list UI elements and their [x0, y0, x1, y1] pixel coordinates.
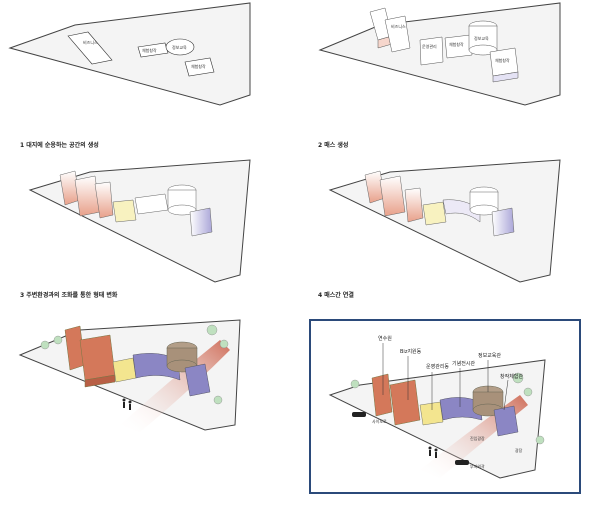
- footprint-experience-1: [137, 42, 169, 58]
- road-label-0: 사이도로: [372, 418, 387, 424]
- p1-label-0: 비즈니스: [83, 39, 98, 45]
- step-4-caption: 4 매스간 연결: [318, 292, 354, 299]
- mass-experience: [493, 405, 519, 437]
- road-label-2: 광장: [515, 447, 523, 453]
- people-icon: [428, 446, 438, 458]
- tree-icon: [350, 372, 545, 445]
- people-icon: [122, 398, 132, 410]
- final-label-experience: 창작체험관: [500, 373, 523, 380]
- p2-label-1: 운영관리: [422, 43, 437, 49]
- car-icon: [352, 412, 469, 465]
- p1-label-1: 체험창작: [142, 47, 157, 53]
- road-label-3: 부지외곽: [470, 463, 485, 469]
- panel-5-context-harmony: [18, 319, 241, 432]
- mass-management: [419, 401, 444, 426]
- panel-4-mass-connection: [328, 159, 561, 283]
- mass-experience: [184, 363, 211, 397]
- final-label-biz: Biz지원동: [400, 348, 422, 355]
- final-label-info: 정보교육관: [478, 352, 501, 359]
- p1-label-3: 체험창작: [191, 63, 206, 69]
- panel-2-mass-creation: 비즈니스 운영관리 체험창작 정보교육 체험창작: [318, 2, 561, 106]
- mass-experience-1: [444, 34, 473, 59]
- panel-3-shape-variation: [28, 159, 251, 283]
- panel-1-site-footprints: 비즈니스 체험창작 정보교육 체험창작: [8, 2, 251, 106]
- p2-label-0: 비즈니스: [391, 23, 406, 29]
- p2-label-4: 체험창작: [495, 57, 510, 63]
- mass-biz: [79, 334, 116, 381]
- step-3-caption: 3 주변환경과의 조화를 통한 형태 변화: [20, 292, 118, 299]
- footprint-business: [67, 31, 113, 65]
- p2-label-2: 체험창작: [449, 41, 464, 47]
- mass-management: [112, 357, 137, 383]
- site-plane: [8, 2, 251, 106]
- final-label-training: 연수원: [378, 335, 392, 342]
- mass-biz: [389, 379, 421, 426]
- footprint-info: [165, 38, 195, 56]
- final-label-memorial: 기념전시관: [452, 360, 475, 367]
- tree-icon: [40, 324, 229, 405]
- p1-label-2: 정보교육: [172, 44, 187, 50]
- p2-label-3: 정보교육: [474, 35, 489, 41]
- mass-memorial: [439, 397, 483, 421]
- approach-path: [120, 340, 230, 432]
- mass-training: [371, 373, 393, 417]
- final-label-management: 운영관리동: [426, 363, 449, 370]
- road-label-1: 진입광장: [470, 435, 485, 441]
- mass-management: [419, 36, 444, 66]
- step-1-caption: 1 대지에 순응하는 공간의 생성: [20, 142, 99, 149]
- panel-6-final-layout: 연수원 Biz지원동 운영관리동 기념전시관 정보교육관 창작체험관 사이도로 …: [328, 335, 546, 479]
- step-2-caption: 2 매스 생성: [318, 142, 349, 149]
- footprint-experience-2: [184, 57, 215, 77]
